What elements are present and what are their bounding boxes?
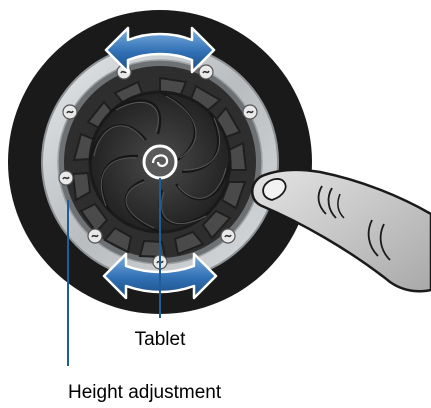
tablet-label: Tablet bbox=[135, 329, 186, 350]
screw-icon bbox=[242, 104, 258, 120]
rotate-arrow-top-icon bbox=[104, 26, 216, 74]
iris-blade-highlights bbox=[93, 95, 227, 229]
screw-heads bbox=[58, 64, 258, 270]
screw-icon bbox=[87, 228, 103, 244]
height-adjustment-label: Height adjustment bbox=[68, 382, 222, 403]
tablet bbox=[142, 144, 178, 180]
tablet-swirl bbox=[151, 154, 169, 167]
screw-icon bbox=[220, 228, 236, 244]
screw-icon bbox=[62, 104, 78, 120]
screw-icon bbox=[58, 170, 74, 186]
screw-icon bbox=[198, 64, 214, 80]
pointing-finger-icon bbox=[251, 168, 431, 293]
